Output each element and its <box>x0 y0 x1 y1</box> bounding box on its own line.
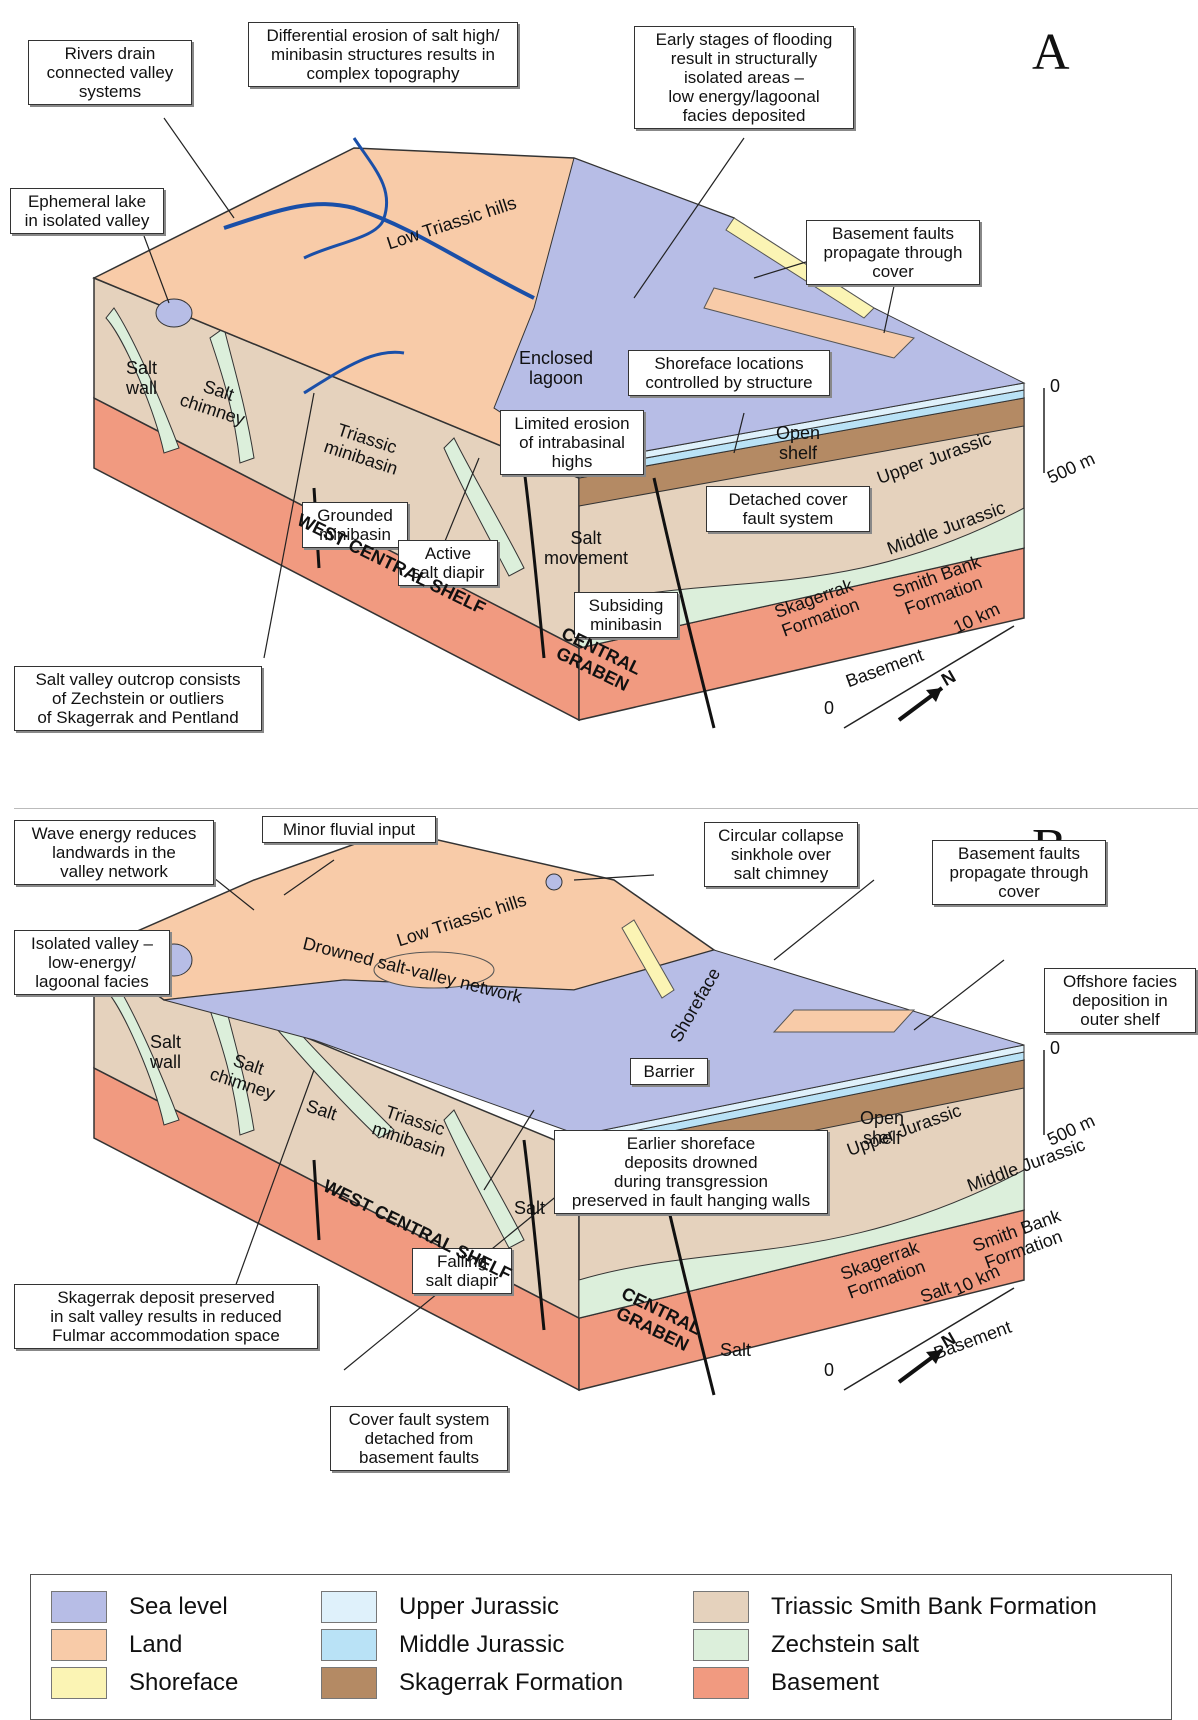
callout-offshore: Offshore facies deposition in outer shel… <box>1044 968 1196 1033</box>
legend-label: Skagerrak Formation <box>399 1669 623 1697</box>
panel-a: A Rivers drain connected valley systems … <box>14 8 1198 809</box>
sinkhole <box>546 874 562 890</box>
callout-barrier: Barrier <box>630 1058 708 1085</box>
legend-label: Triassic Smith Bank Formation <box>771 1593 1097 1621</box>
legend-label: Basement <box>771 1669 879 1697</box>
callout-skagerrak-deposit: Skagerrak deposit preserved in salt vall… <box>14 1284 318 1349</box>
callout-shoreface-locations: Shoreface locations controlled by struct… <box>628 350 830 396</box>
legend-item-smith-bank: Triassic Smith Bank Formation <box>693 1591 1097 1623</box>
legend-item-upper-jurassic: Upper Jurassic <box>321 1591 559 1623</box>
callout-outcrop: Salt valley outcrop consists of Zechstei… <box>14 666 262 731</box>
callout-basement-faults: Basement faults propagate through cover <box>806 220 980 285</box>
legend-item-middle-jurassic: Middle Jurassic <box>321 1629 564 1661</box>
callout-isolated-valley: Isolated valley – low-energy/ lagoonal f… <box>14 930 170 995</box>
hill-strip <box>774 1010 914 1032</box>
legend-item-skagerrak: Skagerrak Formation <box>321 1667 623 1699</box>
legend-item-land: Land <box>51 1629 182 1661</box>
label-depth-top: 0 <box>1050 376 1060 396</box>
callout-minor-fluvial: Minor fluvial input <box>262 816 436 843</box>
callout-rivers: Rivers drain connected valley systems <box>28 40 192 105</box>
legend-swatch <box>51 1667 107 1699</box>
legend-item-shoreface: Shoreface <box>51 1667 238 1699</box>
label-open-shelf: Open shelf <box>776 423 820 463</box>
callout-circular-collapse: Circular collapse sinkhole over salt chi… <box>704 822 858 887</box>
panel-b: B Wave energy reduces landwards in the v… <box>14 810 1198 1570</box>
legend-label: Land <box>129 1631 182 1659</box>
legend-item-basement: Basement <box>693 1667 879 1699</box>
ephemeral-lake <box>156 299 192 327</box>
label-depth-top: 0 <box>1050 1038 1060 1058</box>
legend: Sea level Land Shoreface Upper Jurassic … <box>30 1574 1172 1720</box>
legend-swatch <box>321 1629 377 1661</box>
legend-swatch <box>51 1629 107 1661</box>
callout-limited-erosion: Limited erosion of intrabasinal highs <box>500 410 644 475</box>
legend-swatch <box>693 1667 749 1699</box>
legend-swatch <box>693 1629 749 1661</box>
label-scale-zero: 0 <box>824 1360 834 1380</box>
legend-swatch <box>321 1591 377 1623</box>
callout-basement-faults: Basement faults propagate through cover <box>932 840 1106 905</box>
legend-swatch <box>51 1591 107 1623</box>
label-salt-wall: Salt wall <box>126 358 157 398</box>
legend-label: Sea level <box>129 1593 228 1621</box>
label-salt-center: Salt <box>514 1198 545 1218</box>
legend-label: Middle Jurassic <box>399 1631 564 1659</box>
legend-label: Zechstein salt <box>771 1631 919 1659</box>
legend-label: Upper Jurassic <box>399 1593 559 1621</box>
callout-wave-energy: Wave energy reduces landwards in the val… <box>14 820 214 885</box>
legend-label: Shoreface <box>129 1669 238 1697</box>
legend-item-zechstein: Zechstein salt <box>693 1629 919 1661</box>
label-salt-wall: Salt wall <box>150 1032 181 1072</box>
callout-subsiding: Subsiding minibasin <box>574 592 678 638</box>
legend-item-sea-level: Sea level <box>51 1591 228 1623</box>
callout-differential: Differential erosion of salt high/ minib… <box>248 22 518 87</box>
label-scale-zero: 0 <box>824 698 834 718</box>
legend-swatch <box>693 1591 749 1623</box>
callout-earlier-shoreface: Earlier shoreface deposits drowned durin… <box>554 1130 828 1214</box>
label-salt-movement: Salt movement <box>544 528 628 568</box>
callout-ephemeral: Ephemeral lake in isolated valley <box>10 188 164 234</box>
panel-letter-a: A <box>1032 23 1070 82</box>
callout-flooding: Early stages of flooding result in struc… <box>634 26 854 129</box>
legend-swatch <box>321 1667 377 1699</box>
callout-cover-fault: Cover fault system detached from basemen… <box>330 1406 508 1471</box>
label-salt-graben: Salt <box>720 1340 751 1360</box>
label-lagoon: Enclosed lagoon <box>519 348 593 388</box>
callout-detached: Detached cover fault system <box>706 486 870 532</box>
